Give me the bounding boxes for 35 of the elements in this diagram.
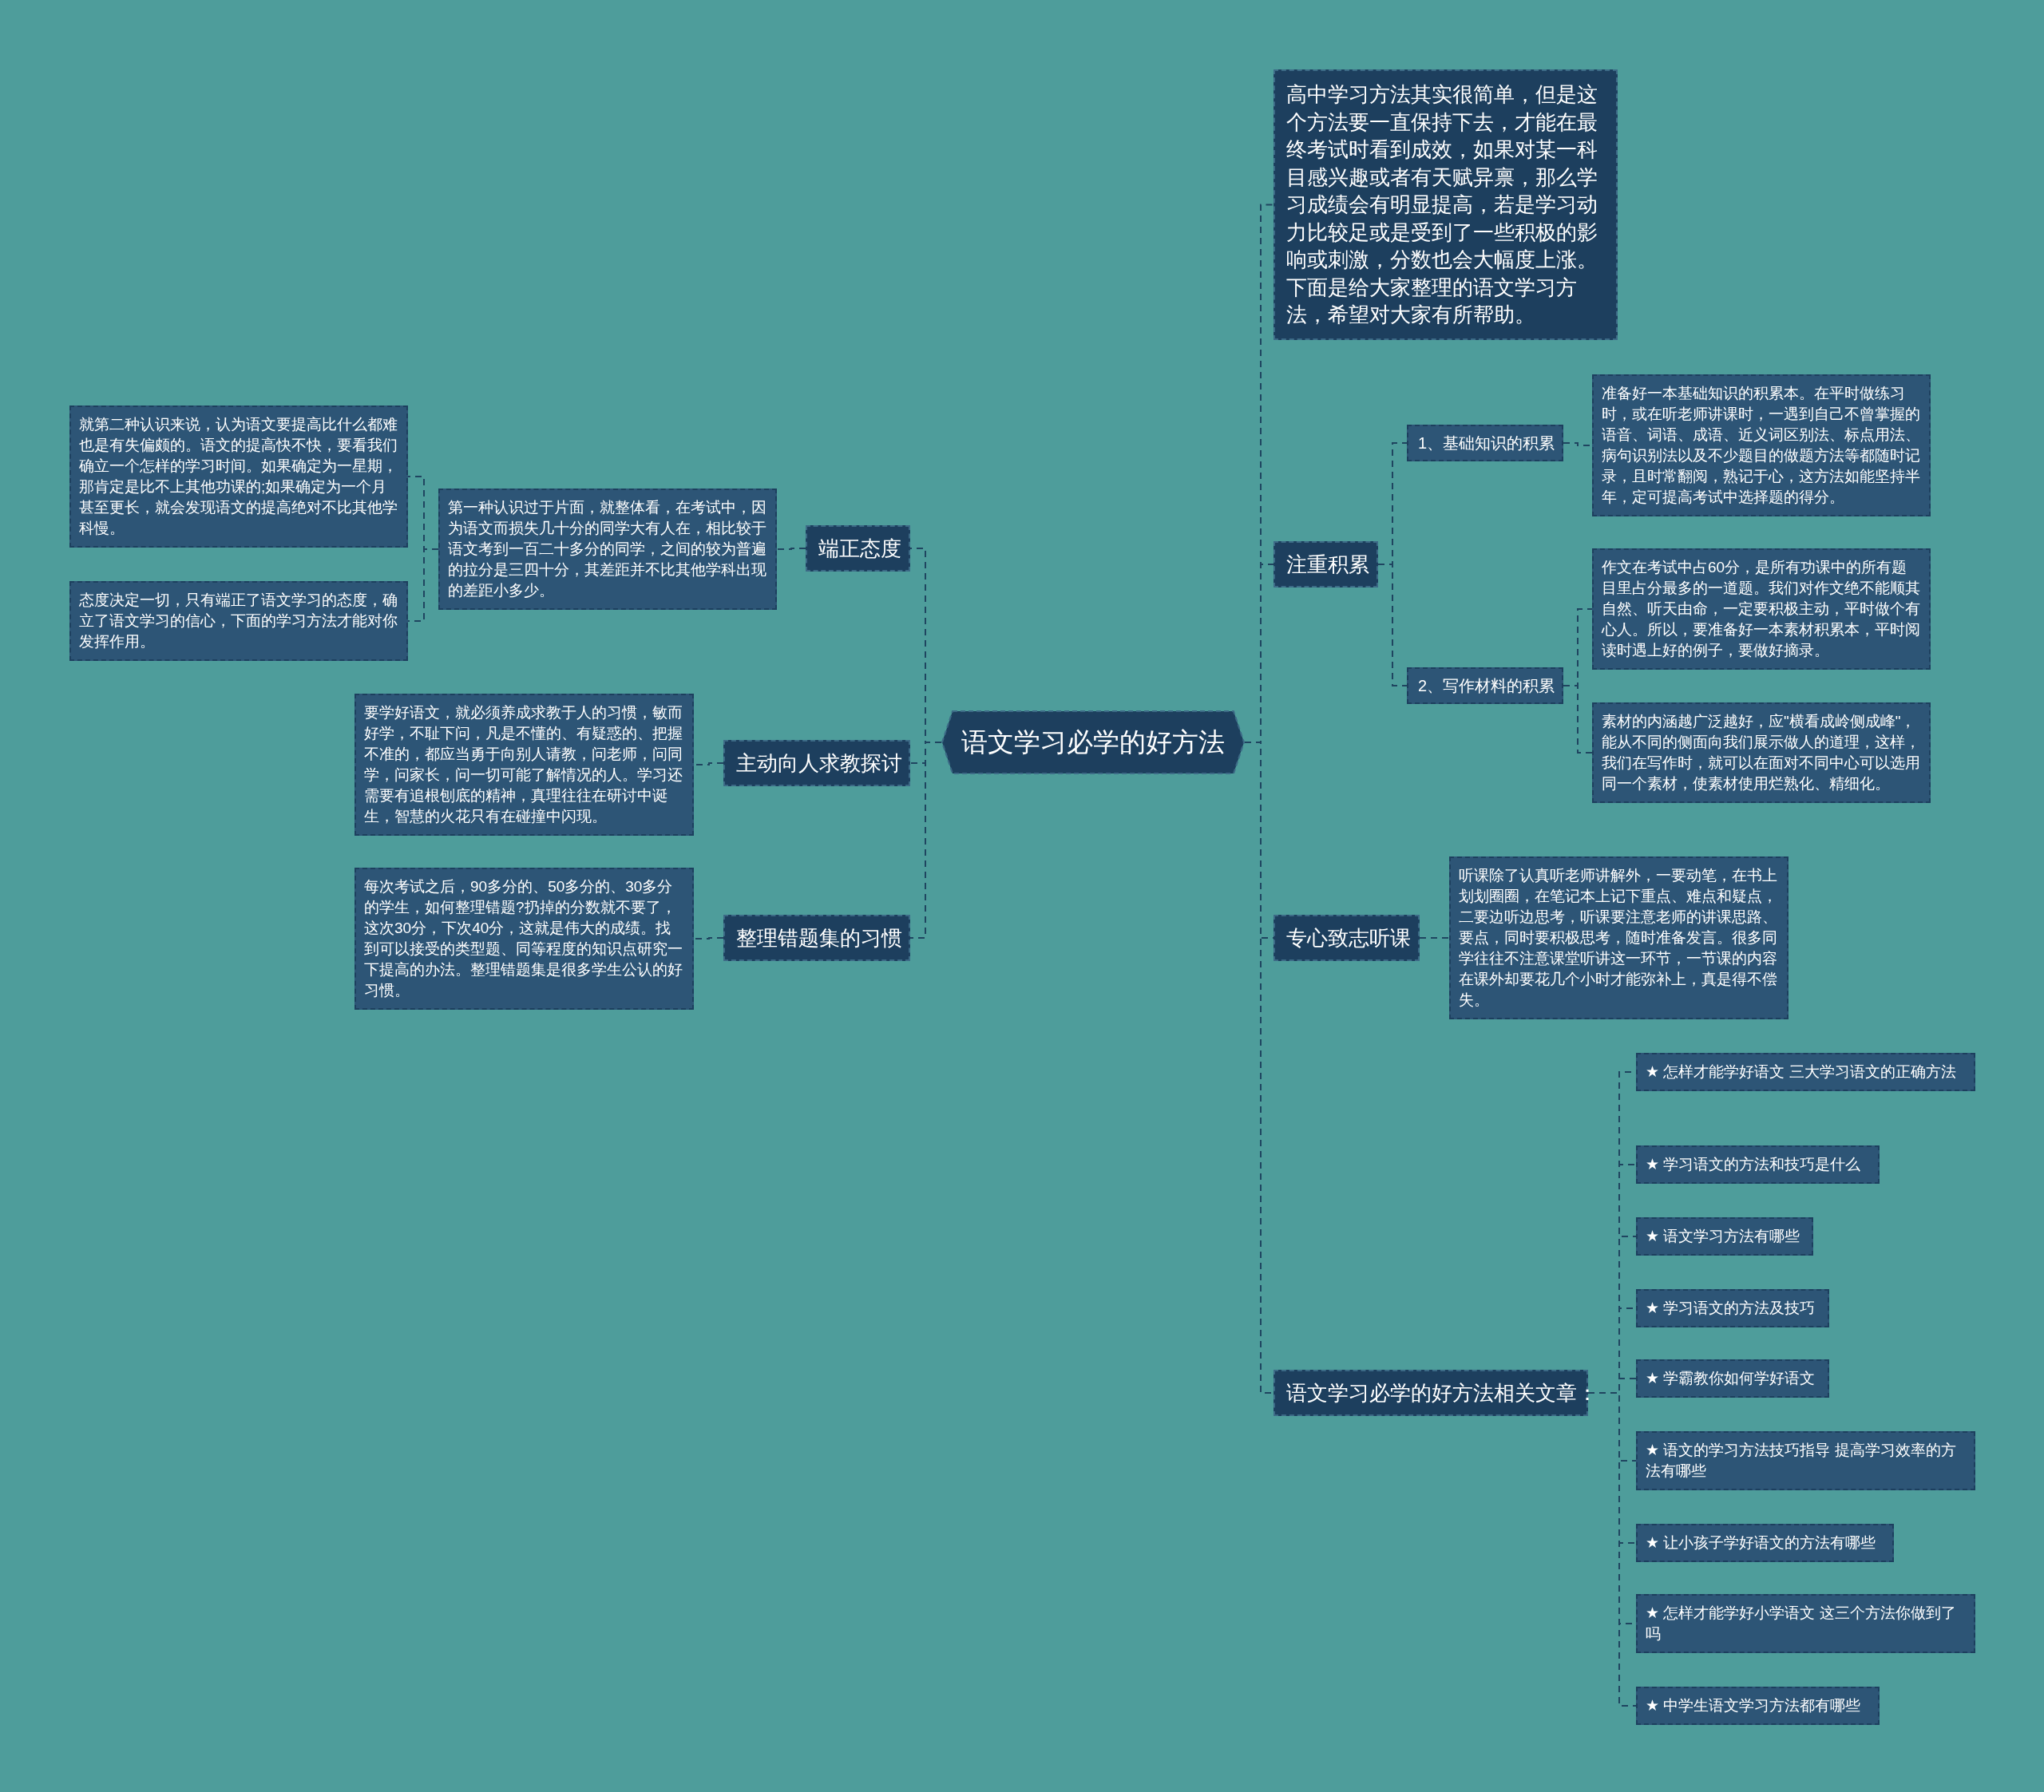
connector-line — [776, 548, 806, 550]
link-box: ★ 语文的学习方法技巧指导 提高学习效率的方法有哪些 — [1636, 1431, 1975, 1490]
link-box: ★ 中学生语文学习方法都有哪些 — [1636, 1687, 1880, 1725]
branch-box: 端正态度 — [806, 525, 910, 572]
note-box: 素材的内涵越广泛越好，应"横看成岭侧成峰"，能从不同的侧面向我们展示做人的道理，这样，我们在写作时，就可以在面对不同中心可以选用同一个素材，使素材使用烂熟化、精细化。 — [1592, 702, 1931, 803]
link-box: ★ 怎样才能学好小学语文 这三个方法你做到了吗 — [1636, 1594, 1975, 1653]
subtopic-box: 2、写作材料的积累 — [1407, 667, 1563, 704]
note-box: 态度决定一切，只有端正了语文学习的态度，确立了语文学习的信心，下面的学习方法才能对你发挥作用。 — [69, 581, 408, 661]
connector-line — [1419, 937, 1450, 939]
branch-box: 专心致志听课 — [1274, 915, 1420, 961]
connector-line — [693, 937, 724, 940]
note-box: 准备好一本基础知识的积累本。在平时做练习时，或在听老师讲课时，一遇到自己不曾掌握的语音、词语、成语、近义词区别法、标点用法、病句识别法以及不少题目的做题方法等都随时记录，且时常翻阅，熟记于心，这方法如能坚持半年，定可提高考试中选择题的得分。 — [1592, 374, 1931, 516]
link-box: ★ 让小孩子学好语文的方法有哪些 — [1636, 1524, 1894, 1562]
note-box: 每次考试之后，90多分的、50多分的、30多分的学生，如何整理错题?扔掉的分数就不要了，这次30分，下次40分，这就是伟大的成绩。找到可以接受的类型题、同等程度的知识点研究一下提高的办法。整理错题集是很多学生公认的好习惯。 — [355, 868, 694, 1010]
note-box: 就第二种认识来说，认为语文要提高比什么都难也是有失偏颇的。语文的提高快不快，要看我们确立一个怎样的学习时间。如果确定为一星期，那肯定是比不上其他功课的;如果确定为一个月甚至更长，就会发现语文的提高绝对不比其他学科慢。 — [69, 405, 408, 548]
note-box: 要学好语文，就必须养成求教于人的习惯，敏而好学，不耻下问，凡是不懂的、有疑惑的、把握不准的，都应当勇于向别人请教，问老师，问同学，问家长，问一切可能了解情况的人。学习还需要有追根刨底的精神，真理往往在研讨中诞生，智慧的火花只有在碰撞中闪现。 — [355, 694, 694, 836]
subtopic-box: 1、基础知识的积累 — [1407, 425, 1563, 461]
intro-box: 高中学习方法其实很简单，但是这个方法要一直保持下去，才能在最终考试时看到成效，如果对某一科目感兴趣或者有天赋异禀，那么学习成绩会有明显提高，若是学习动力比较足或是受到了一些积极的影响或刺激，分数也会大幅度上涨。下面是给大家整理的语文学习方法，希望对大家有所帮助。 — [1274, 69, 1618, 340]
branch-box: 整理错题集的习惯 — [723, 915, 910, 961]
note-box: 第一种认识过于片面，就整体看，在考试中，因为语文而损失几十分的同学大有人在，相比较于语文考到一百二十多分的同学，之间的较为普遍的拉分是三四十分，其差距并不比其他学科出现的差距小多少。 — [438, 489, 777, 610]
branch-box: 主动向人求教探讨 — [723, 740, 910, 786]
link-box: ★ 语文学习方法有哪些 — [1636, 1217, 1813, 1256]
link-box: ★ 学习语文的方法和技巧是什么 — [1636, 1145, 1880, 1184]
root-topic: 语文学习必学的好方法 — [941, 710, 1245, 774]
note-box: 作文在考试中占60分，是所有功课中的所有题目里占分最多的一道题。我们对作文绝不能顺其自然、听天由命，一定要积极主动，平时做个有心人。所以，要准备好一本素材积累本，平时阅读时遇上好的例子，要做好摘录。 — [1592, 548, 1931, 670]
note-box: 听课除了认真听老师讲解外，一要动笔，在书上划划圈圈，在笔记本上记下重点、难点和疑点，二要边听边思考，听课要注意老师的讲课思路、要点，同时要积极思考，随时准备发言。很多同学往往不注意课堂听讲这一环节，一节课的内容在课外却要花几个小时才能弥补上，真是得不偿失。 — [1449, 856, 1788, 1019]
branch-box: 注重积累 — [1274, 541, 1378, 587]
branch-box: 语文学习必学的好方法相关文章： — [1274, 1370, 1588, 1416]
connector-line — [909, 742, 942, 939]
connector-line — [1377, 564, 1408, 686]
link-box: ★ 学习语文的方法及技巧 — [1636, 1289, 1829, 1327]
connector-line — [1563, 685, 1593, 754]
link-box: ★ 学霸教你如何学好语文 — [1636, 1359, 1829, 1398]
connector-line — [407, 548, 439, 622]
link-box: ★ 怎样才能学好语文 三大学习语文的正确方法 — [1636, 1053, 1975, 1091]
